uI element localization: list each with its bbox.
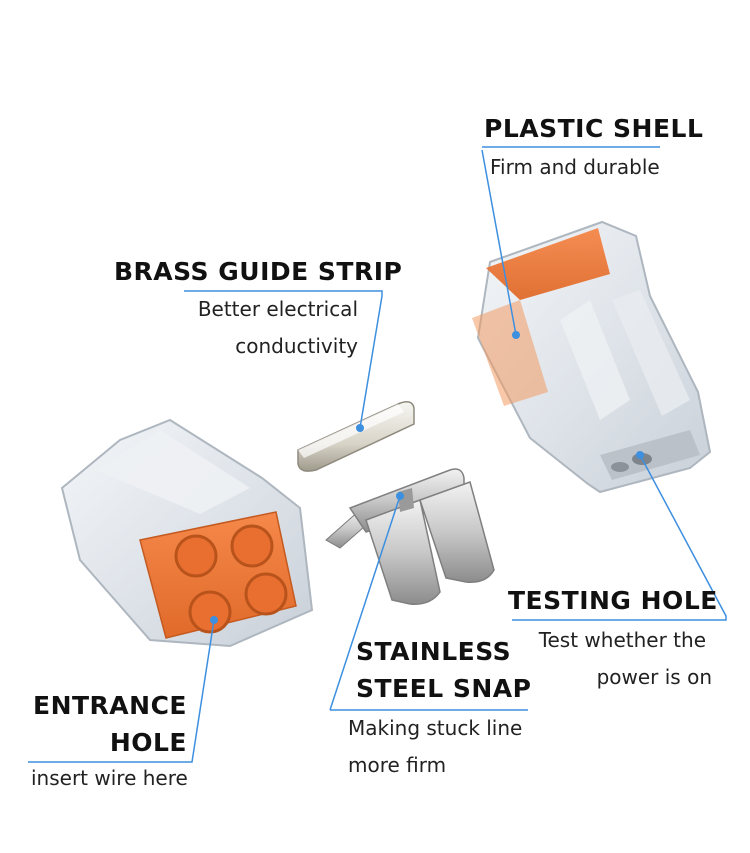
stainless-steel-snap-title-1: STAINLESS (356, 637, 512, 666)
entrance-hole-3 (188, 590, 232, 634)
testing-hole-desc-2: power is on (596, 665, 712, 689)
snap-leader (329, 495, 528, 711)
plastic-shell-desc: Firm and durable (490, 155, 660, 179)
entrance-hole-title-2: HOLE (109, 728, 187, 757)
brass-strip-leader (184, 290, 383, 429)
entrance-hole-leader (28, 619, 215, 763)
testing-hole-leader (512, 454, 727, 621)
entrance-hole-1 (174, 534, 218, 578)
entrance-hole-4 (244, 572, 288, 616)
testing-hole-title: TESTING HOLE (508, 586, 718, 615)
callout-dots (210, 331, 644, 624)
plastic-shell-leader (481, 146, 660, 336)
brass-guide-strip-desc-1: Better electrical (197, 297, 358, 321)
testing-hole-desc-1: Test whether the (538, 628, 706, 652)
callout-lines (28, 146, 727, 763)
left-connector (60, 418, 314, 648)
right-connector (472, 220, 712, 494)
brass-guide-strip-desc-2: conductivity (235, 334, 358, 358)
plastic-shell-dot (512, 331, 520, 339)
entrance-hole-title-1: ENTRANCE (33, 691, 187, 720)
testing-hole-dot (636, 451, 644, 459)
brass-guide-strip-title: BRASS GUIDE STRIP (114, 257, 403, 286)
entrance-hole-2 (230, 524, 274, 568)
brass-strip-dot (356, 424, 364, 432)
entrance-hole-dot (210, 616, 218, 624)
brass-guide-strip-part (297, 401, 415, 472)
stainless-steel-snap-desc-1: Making stuck line (348, 716, 523, 740)
stainless-steel-snap-title-2: STEEL SNAP (356, 674, 532, 703)
stainless-steel-snap-part (325, 468, 495, 605)
plastic-shell-title: PLASTIC SHELL (484, 114, 704, 143)
snap-dot (396, 492, 404, 500)
stainless-steel-snap-desc-2: more firm (348, 753, 447, 777)
entrance-hole-desc: insert wire here (31, 766, 188, 790)
